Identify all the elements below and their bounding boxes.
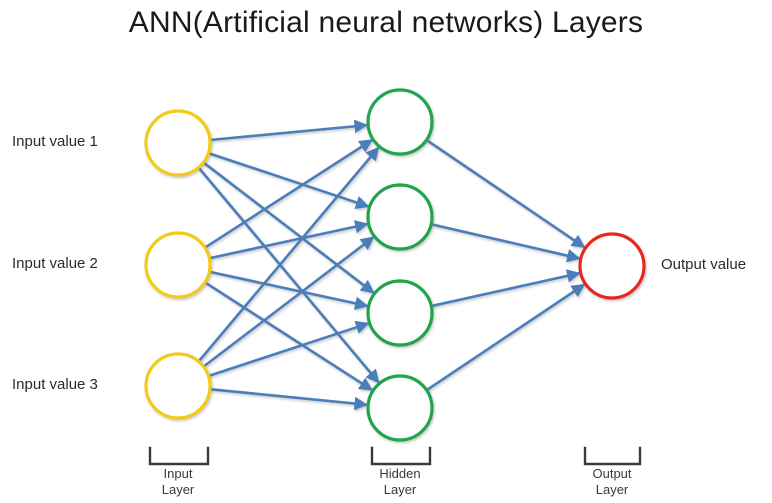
input-node-1 bbox=[144, 109, 212, 177]
layer-brackets bbox=[148, 446, 642, 466]
layer-label-input: Input Layer bbox=[128, 466, 228, 498]
edge-input3-hidden4 bbox=[209, 387, 368, 411]
page-title: ANN(Artificial neural networks) Layers bbox=[128, 6, 644, 39]
edges-input-to-hidden bbox=[197, 119, 380, 411]
bracket-input bbox=[148, 446, 210, 466]
layer-label-input-line2: Layer bbox=[161, 482, 195, 497]
edge-input3-hidden2 bbox=[202, 235, 375, 368]
input-node-2 bbox=[144, 231, 212, 299]
edge-input3-hidden3 bbox=[207, 320, 370, 378]
edge-input1-hidden1 bbox=[209, 119, 368, 142]
edge-input1-hidden2 bbox=[207, 151, 370, 209]
edge-input1-hidden4 bbox=[197, 166, 380, 384]
edge-hidden3-output bbox=[430, 269, 581, 308]
layer-label-output: Output Layer bbox=[562, 466, 662, 498]
edge-input2-hidden4 bbox=[204, 281, 373, 392]
edge-hidden1-output bbox=[425, 138, 586, 249]
edge-input3-hidden1 bbox=[197, 146, 380, 363]
edge-input2-hidden2 bbox=[209, 220, 369, 260]
hidden-node-1 bbox=[366, 88, 434, 156]
hidden-node-2 bbox=[366, 183, 434, 251]
input-label-3: Input value 3 bbox=[12, 376, 98, 393]
network-nodes bbox=[144, 88, 646, 442]
layer-label-hidden-line1: Hidden bbox=[379, 466, 421, 481]
edge-input2-hidden1 bbox=[204, 138, 373, 249]
input-label-2: Input value 2 bbox=[12, 255, 98, 272]
layer-label-output-line1: Output bbox=[592, 466, 632, 481]
hidden-node-4 bbox=[366, 374, 434, 442]
edge-input2-hidden3 bbox=[209, 270, 369, 310]
output-label: Output value bbox=[661, 256, 747, 273]
layer-label-hidden: Hidden Layer bbox=[350, 466, 450, 498]
bracket-hidden bbox=[370, 446, 432, 466]
edges-hidden-to-output bbox=[425, 138, 586, 392]
bracket-output bbox=[583, 446, 642, 466]
input-label-1: Input value 1 bbox=[12, 133, 98, 150]
layer-label-hidden-line2: Layer bbox=[383, 482, 417, 497]
edge-hidden4-output bbox=[425, 283, 586, 392]
output-node-1 bbox=[578, 232, 646, 300]
edge-input1-hidden3 bbox=[202, 161, 375, 294]
input-node-3 bbox=[144, 352, 212, 420]
layer-label-input-line1: Input bbox=[163, 466, 193, 481]
layer-label-output-line2: Layer bbox=[595, 482, 629, 497]
hidden-node-3 bbox=[366, 279, 434, 347]
edge-hidden2-output bbox=[430, 222, 581, 263]
